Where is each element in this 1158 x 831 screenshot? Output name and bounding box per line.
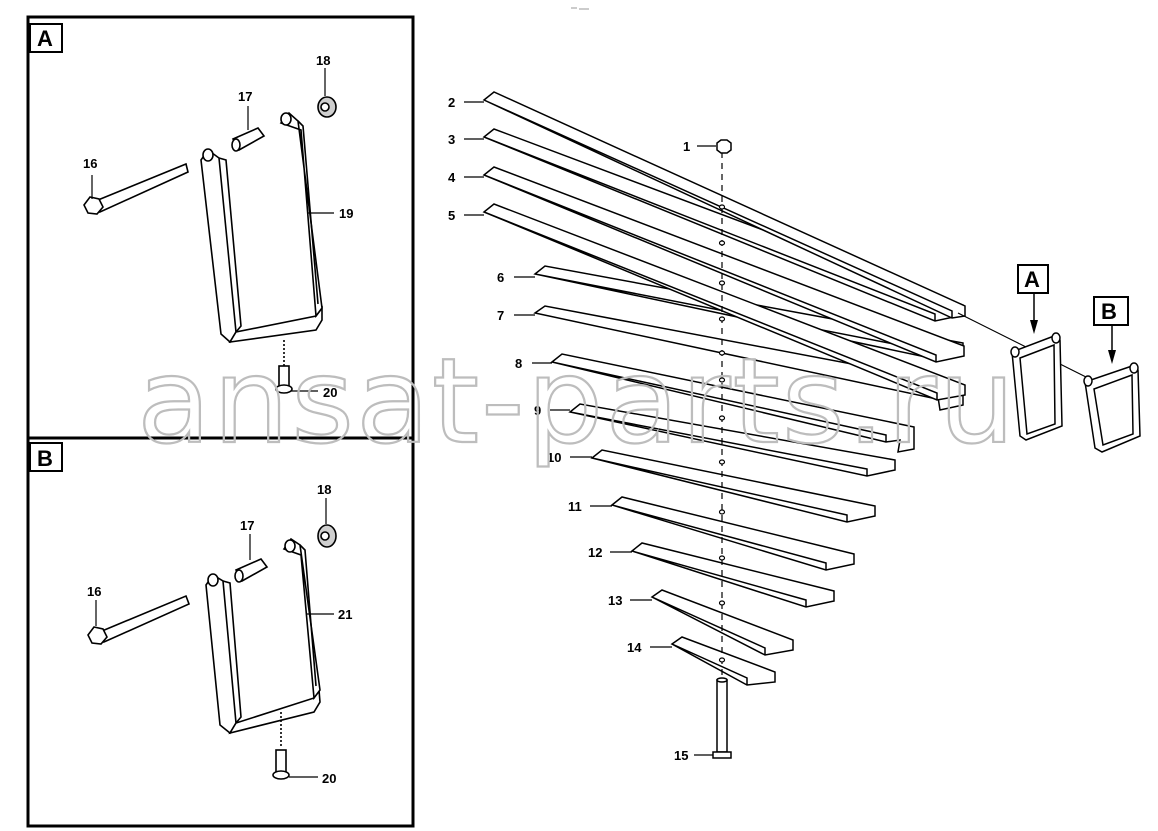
detail-b-letter: B xyxy=(37,446,53,471)
marker-b-letter: B xyxy=(1101,299,1117,324)
watermark-text: ansat-parts.ru xyxy=(137,332,1017,470)
callout-18-b: 18 xyxy=(317,482,331,497)
leaf-13 xyxy=(650,589,794,656)
marker-a-letter: A xyxy=(1024,267,1040,292)
callout-11: 11 xyxy=(568,499,582,514)
callout-6: 6 xyxy=(497,270,504,285)
shackle-b xyxy=(1083,362,1141,453)
callout-10: 10 xyxy=(547,450,561,465)
callout-21-b: 21 xyxy=(338,607,352,622)
sleeve-17 xyxy=(231,127,266,152)
leaf-8 xyxy=(550,353,915,453)
callout-19-a: 19 xyxy=(339,206,353,221)
leaf-10 xyxy=(590,449,876,523)
callout-12: 12 xyxy=(588,545,602,560)
callout-9: 9 xyxy=(534,403,541,418)
callout-17-b: 17 xyxy=(240,518,254,533)
callout-16-b: 16 xyxy=(87,584,101,599)
leaf-4 xyxy=(482,166,965,363)
leaf-11 xyxy=(610,496,855,571)
callout-14: 14 xyxy=(627,640,642,655)
callout-16-a: 16 xyxy=(83,156,97,171)
shackle-link-21 xyxy=(205,537,321,735)
callout-2: 2 xyxy=(448,95,455,110)
callout-15: 15 xyxy=(674,748,688,763)
callout-20-b: 20 xyxy=(322,771,336,786)
callout-20-a: 20 xyxy=(323,385,337,400)
callout-1: 1 xyxy=(683,139,690,154)
leaf-5 xyxy=(482,203,966,401)
detail-b-panel: B xyxy=(26,436,415,828)
callout-3: 3 xyxy=(448,132,455,147)
leaf-9 xyxy=(568,403,896,477)
detail-a-letter: A xyxy=(37,26,53,51)
marker-a: A xyxy=(1017,264,1049,334)
callout-8: 8 xyxy=(515,356,522,371)
callout-17-a: 17 xyxy=(238,89,252,104)
center-bolt-axis xyxy=(718,152,726,680)
leaf-12 xyxy=(630,542,835,608)
grease-fitting-20 xyxy=(275,340,293,394)
callout-4: 4 xyxy=(448,170,456,185)
marker-b: B xyxy=(1093,296,1129,364)
top-mark xyxy=(571,7,589,10)
detail-a-panel: A xyxy=(26,15,415,440)
sleeve-17 xyxy=(234,558,269,583)
nut-18 xyxy=(317,524,337,548)
center-nut-1 xyxy=(716,139,732,154)
shackle-link-19 xyxy=(200,111,323,344)
shackle-a xyxy=(1010,332,1063,441)
spring-leaders xyxy=(464,101,716,756)
grease-fitting-20 xyxy=(272,712,290,780)
callout-5: 5 xyxy=(448,208,455,223)
center-bolt-15 xyxy=(712,677,732,759)
nut-18 xyxy=(317,96,337,118)
leaf-spring-stack xyxy=(482,91,966,686)
bolt-16 xyxy=(87,594,191,645)
callout-7: 7 xyxy=(497,308,504,323)
callout-18-a: 18 xyxy=(316,53,330,68)
callout-13: 13 xyxy=(608,593,622,608)
bolt-16 xyxy=(83,162,189,215)
leaf-2 xyxy=(482,91,966,319)
